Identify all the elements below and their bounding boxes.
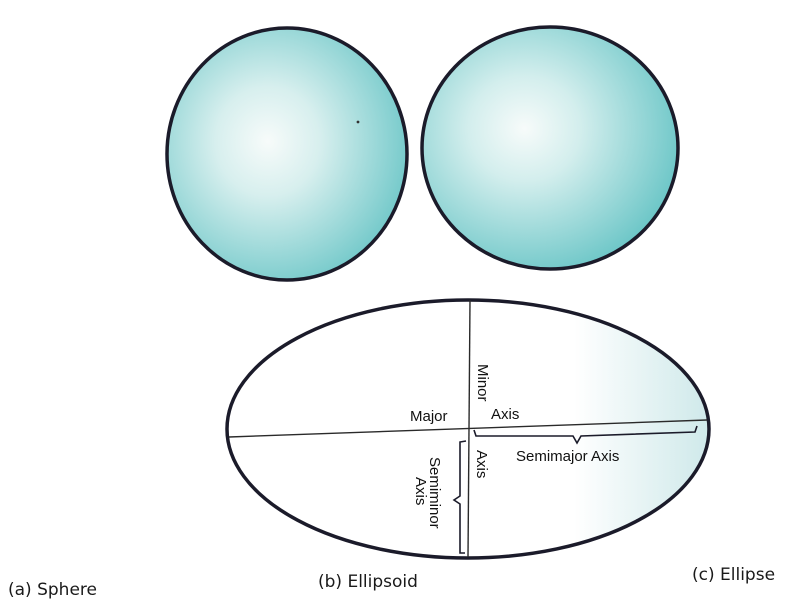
- semimajor-axis-label: Semimajor Axis: [516, 448, 619, 465]
- caption-ellipse: (c) Ellipse: [692, 565, 775, 585]
- ellipse-diagram: Major Axis Minor Axis Semimajor Axis Sem…: [227, 300, 709, 558]
- ellipsoid-shape: [422, 27, 678, 269]
- semiminor-axis-suffix-label: Axis: [412, 477, 429, 505]
- minor-axis-suffix-label: Axis: [473, 450, 490, 478]
- minor-label: Minor: [474, 364, 491, 402]
- sphere-speck: [357, 121, 360, 124]
- caption-sphere: (a) Sphere: [8, 580, 97, 600]
- major-label: Major: [410, 408, 448, 425]
- caption-ellipsoid: (b) Ellipsoid: [318, 572, 418, 592]
- major-axis-suffix-label: Axis: [491, 406, 519, 423]
- sphere-shape: [167, 28, 407, 280]
